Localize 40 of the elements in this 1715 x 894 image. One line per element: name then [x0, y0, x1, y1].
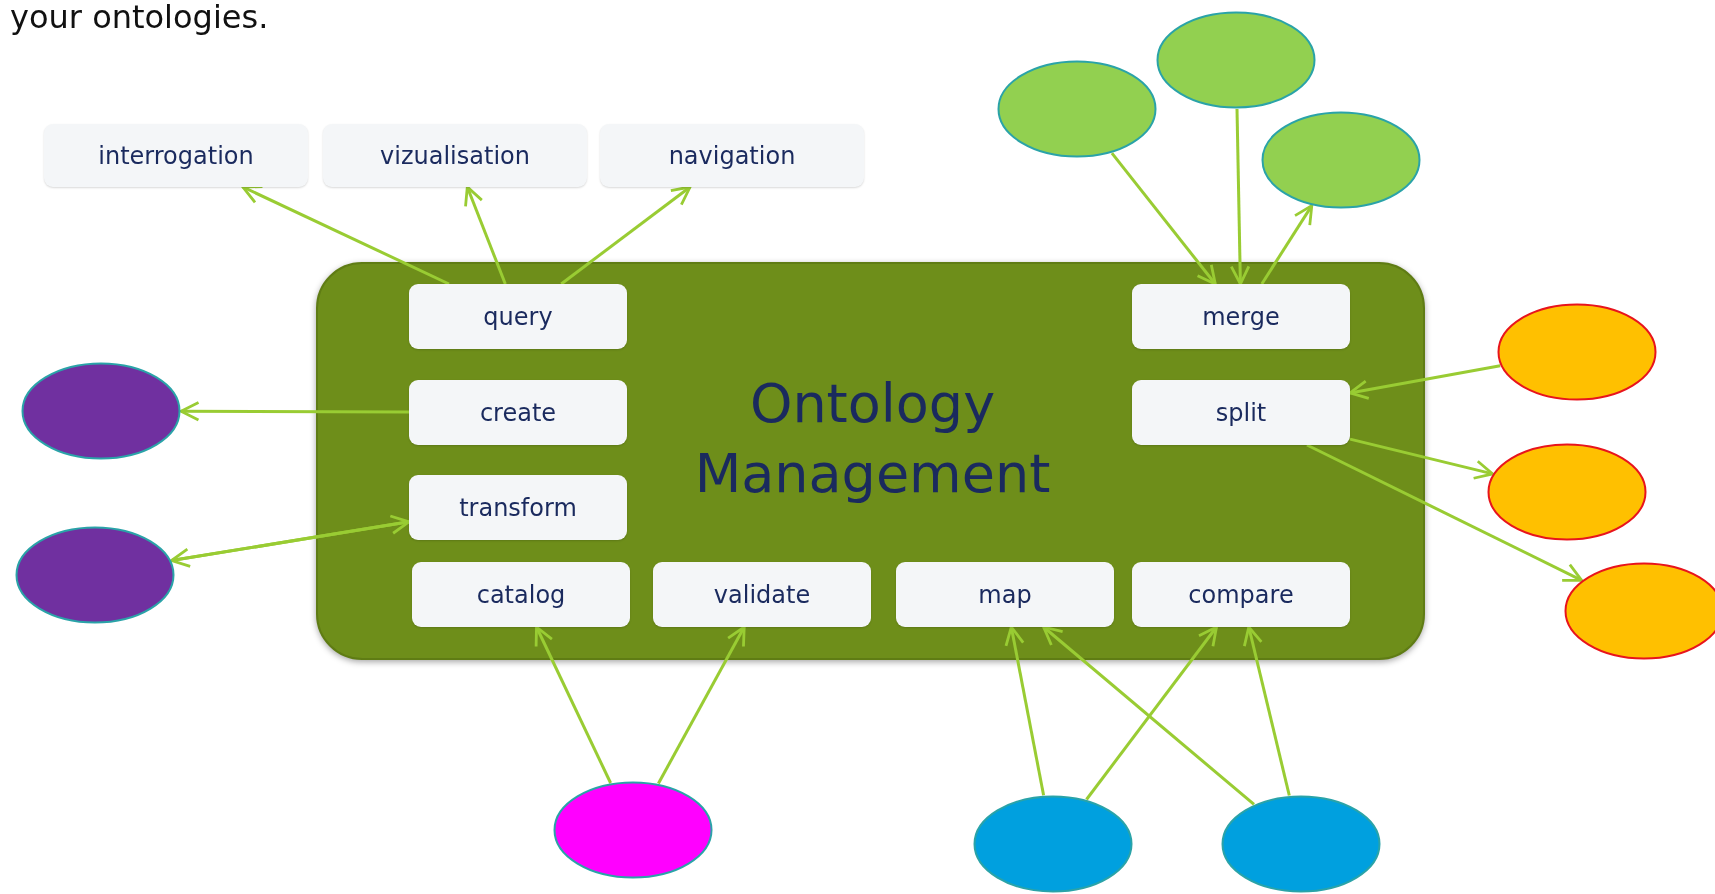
arrow: [241, 185, 450, 286]
arrow: [1085, 625, 1218, 801]
function-box: split: [1132, 380, 1350, 445]
arrow: [534, 625, 612, 784]
function-box: interrogation: [44, 124, 308, 187]
arrow: [1004, 625, 1046, 796]
ellipse-node: [15, 526, 175, 624]
arrow: [1260, 204, 1314, 285]
ellipse-node: [21, 362, 181, 460]
function-box: merge: [1132, 284, 1350, 349]
function-box: catalog: [412, 562, 630, 627]
ellipse-node: [553, 781, 713, 879]
arrow: [560, 185, 692, 286]
function-box: map: [896, 562, 1114, 627]
ellipse-node: [1487, 443, 1647, 541]
arrow: [1348, 364, 1501, 400]
panel-title: Ontology Management: [693, 371, 1052, 508]
ellipse-node: [1156, 11, 1316, 109]
management-panel: [316, 262, 1425, 660]
ellipse-node: [1261, 111, 1421, 209]
arrow: [1110, 152, 1217, 286]
arrow: [1042, 625, 1255, 806]
arrow: [179, 401, 409, 422]
function-box: create: [409, 380, 627, 445]
function-box: vizualisation: [323, 124, 587, 187]
arrow: [1243, 625, 1291, 796]
arrow: [1306, 443, 1584, 582]
function-box: query: [409, 284, 627, 349]
ellipse-node: [1497, 303, 1657, 401]
arrow: [1349, 437, 1495, 480]
arrow: [1229, 108, 1251, 286]
ellipse-node: [997, 60, 1157, 158]
arrow: [657, 625, 746, 785]
function-box: validate: [653, 562, 871, 627]
function-box: transform: [409, 475, 627, 540]
caption-text: your ontologies.: [10, 0, 269, 36]
function-box: navigation: [600, 124, 864, 187]
function-box: compare: [1132, 562, 1350, 627]
ellipse-node: [973, 795, 1133, 893]
ellipse-node: [1221, 795, 1381, 893]
